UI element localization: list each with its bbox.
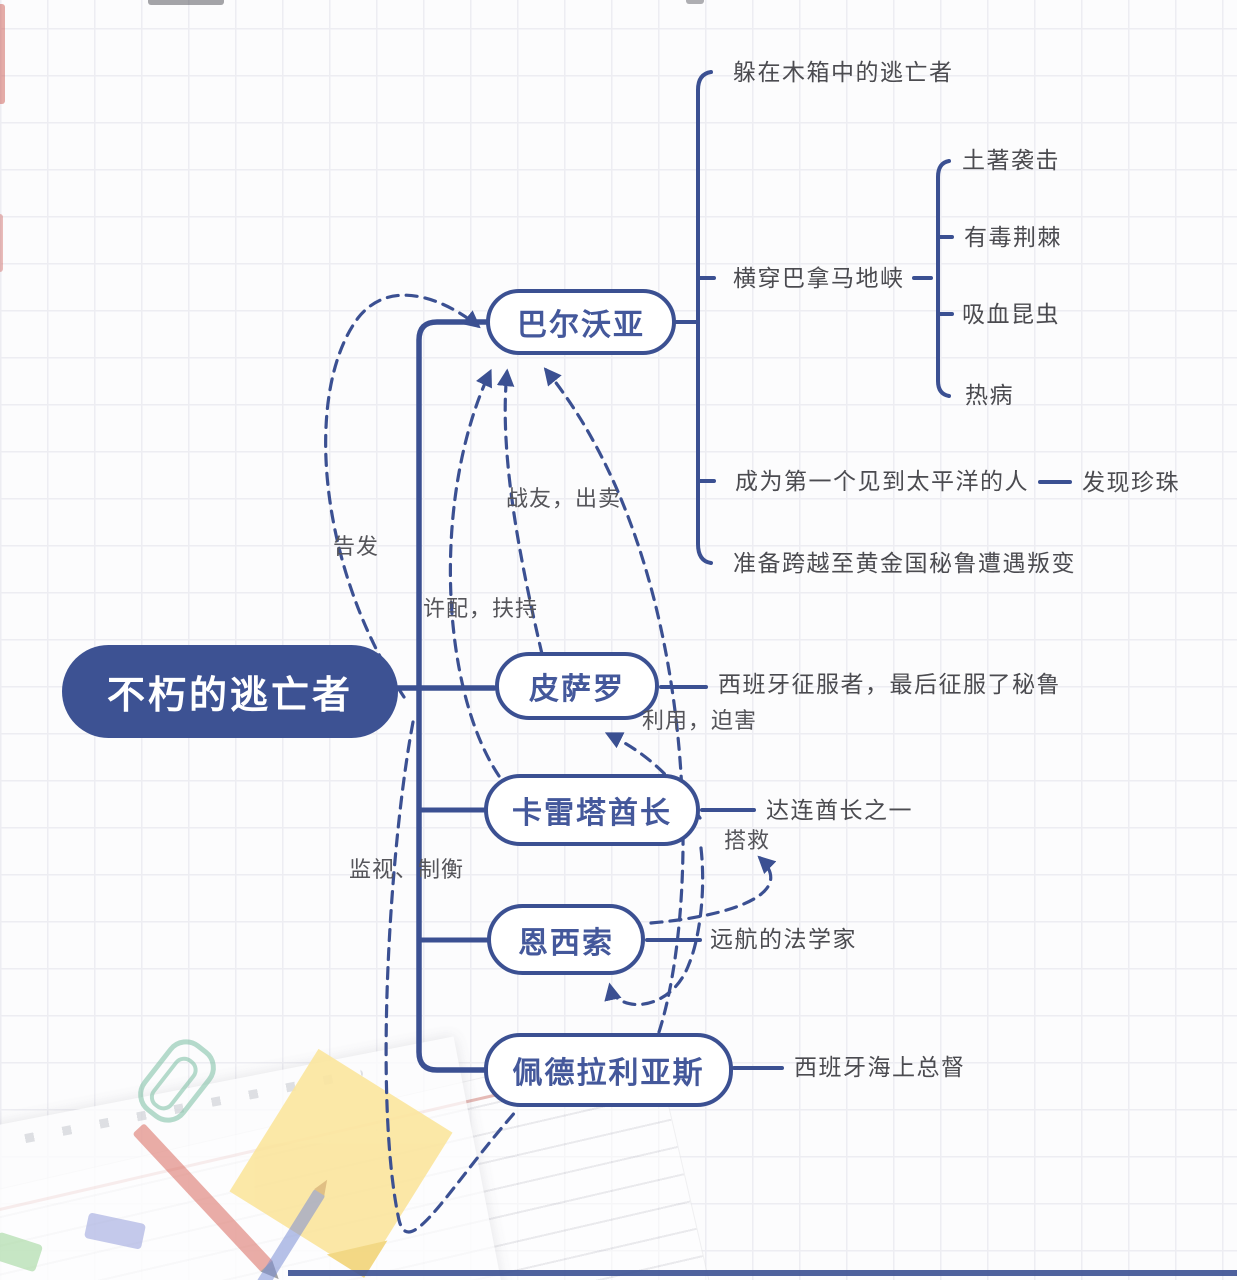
- root-node[interactable]: 不朽的逃亡者: [62, 645, 398, 738]
- topic-darien-chief[interactable]: 达连酋长之一: [766, 797, 913, 823]
- node-pedrarias-label: 佩德拉利亚斯: [512, 1057, 705, 1090]
- topic-first-to-see-pacific[interactable]: 成为第一个见到太平洋的人: [735, 468, 1029, 494]
- relation-label-use-persecute[interactable]: 利用，迫害: [642, 708, 758, 733]
- relation-denounce-curve: [324, 293, 481, 699]
- relation-label-rescue[interactable]: 搭救: [724, 828, 771, 853]
- spine-line: [416, 319, 489, 1073]
- relation-careta-enciso-curve: [604, 846, 705, 1007]
- relation-betroth-curve: [448, 368, 501, 778]
- topic-spanish-conquistador[interactable]: 西班牙征服者，最后征服了秘鲁: [718, 671, 1061, 697]
- node-pizarro[interactable]: 皮萨罗: [495, 652, 659, 720]
- node-balboa-label: 巴尔沃亚: [517, 309, 645, 342]
- node-enciso[interactable]: 恩西索: [487, 904, 645, 975]
- topic-mutiny-at-peru[interactable]: 准备跨越至黄金国秘鲁遭遇叛变: [733, 550, 1076, 576]
- relation-rescue-curve: [649, 855, 777, 925]
- node-enciso-label: 恩西索: [518, 926, 614, 960]
- relation-label-betroth-support[interactable]: 许配，扶持: [423, 596, 539, 621]
- relation-comrade-curve: [496, 368, 544, 656]
- node-careta[interactable]: 卡雷塔酋长: [484, 774, 700, 846]
- relation-label-monitor-balance[interactable]: 监视、制衡: [349, 857, 465, 882]
- topic-fever[interactable]: 热病: [965, 382, 1014, 408]
- root-node-label: 不朽的逃亡者: [106, 675, 353, 717]
- node-pedrarias[interactable]: 佩德拉利亚斯: [484, 1033, 733, 1107]
- topic-sea-governor[interactable]: 西班牙海上总督: [794, 1054, 966, 1080]
- balboa-bracket: [696, 70, 713, 565]
- topic-bloodsucking-insects[interactable]: 吸血昆虫: [962, 301, 1060, 327]
- topic-stowaway-in-crate[interactable]: 躲在木箱中的逃亡者: [733, 59, 954, 85]
- relation-pedrarias-balboa-curve: [543, 367, 685, 1034]
- node-careta-label: 卡雷塔酋长: [512, 797, 672, 830]
- topic-poison-thorns[interactable]: 有毒荆棘: [964, 224, 1062, 250]
- topic-discover-pearls[interactable]: 发现珍珠: [1082, 469, 1180, 495]
- isthmus-bracket: [936, 159, 951, 398]
- topic-native-attack[interactable]: 土著袭击: [962, 147, 1060, 173]
- topic-voyaging-jurist[interactable]: 远航的法学家: [710, 926, 857, 952]
- node-pizarro-label: 皮萨罗: [529, 673, 625, 706]
- relation-label-denounce[interactable]: 告发: [333, 534, 380, 559]
- node-balboa[interactable]: 巴尔沃亚: [486, 289, 676, 355]
- relation-label-comrade-betray[interactable]: 战友，出卖: [506, 486, 622, 511]
- topic-cross-isthmus[interactable]: 横穿巴拿马地峡: [733, 265, 905, 291]
